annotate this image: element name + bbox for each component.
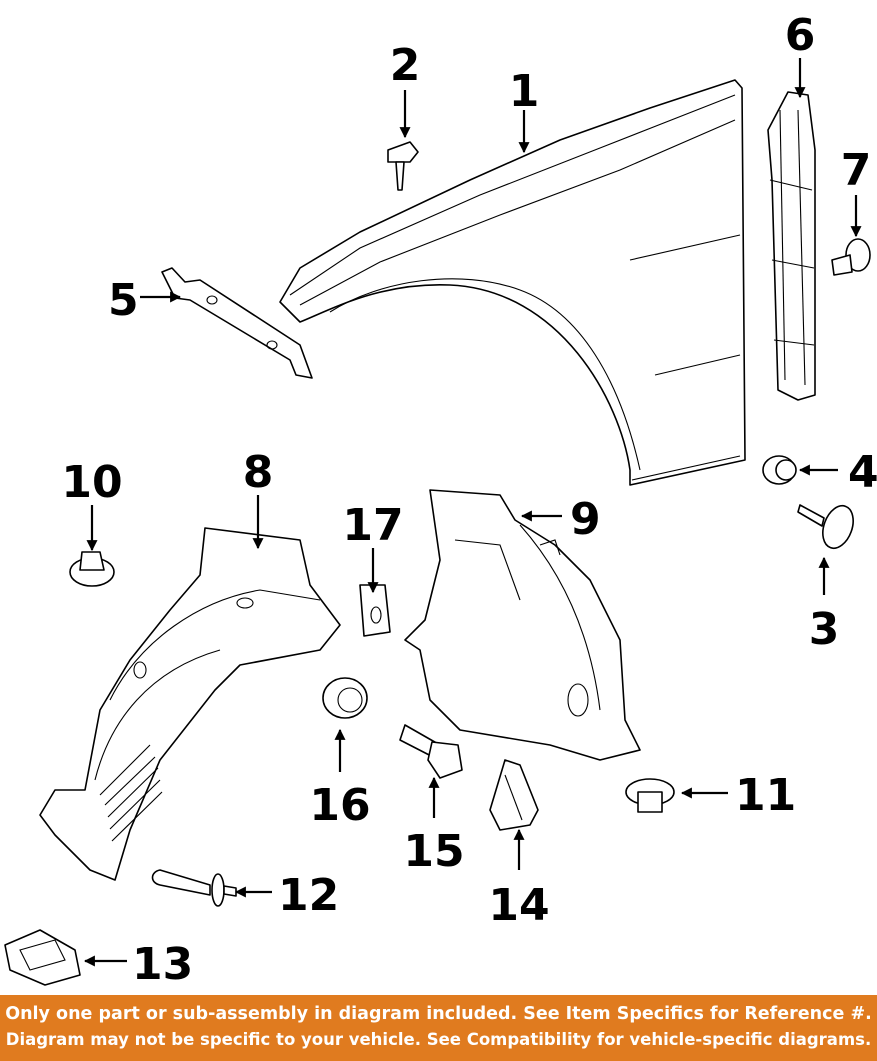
callout-10: 10 [61, 457, 122, 508]
callout-7: 7 [841, 145, 872, 196]
callout-8: 8 [243, 447, 274, 498]
part-9-rear-liner [404, 489, 641, 761]
callout-6: 6 [785, 10, 816, 61]
callout-16: 16 [309, 780, 370, 831]
part-17-spring-clip [359, 584, 391, 637]
part-13-clip-nut [4, 929, 81, 986]
callout-1: 1 [509, 66, 540, 117]
part-8-fender-liner [39, 527, 341, 881]
callout-labels: 1 2 3 4 5 6 7 8 9 10 11 12 13 14 15 16 1… [61, 10, 877, 990]
callout-17: 17 [342, 500, 403, 551]
part-2-bolt [387, 141, 419, 191]
part-14-clip [489, 759, 539, 831]
part-6-seal [767, 91, 816, 401]
callout-5: 5 [108, 275, 139, 326]
part-16-grommet [322, 677, 368, 719]
disclaimer-line-2: Diagram may not be specific to your vehi… [5, 1030, 872, 1049]
part-10-nut [69, 551, 115, 587]
part-5-bracket [161, 267, 313, 379]
part-11-flange-nut [625, 778, 675, 813]
exploded-parts-diagram: 1 2 3 4 5 6 7 8 9 10 11 12 13 14 15 16 1… [4, 10, 877, 990]
part-12-push-retainer [151, 869, 237, 907]
callout-11: 11 [735, 770, 796, 821]
disclaimer-banner: Only one part or sub-assembly in diagram… [0, 995, 877, 1061]
callout-12: 12 [278, 870, 339, 921]
callout-3: 3 [809, 604, 840, 655]
callout-14: 14 [488, 880, 549, 931]
part-3-clip [797, 504, 854, 550]
callout-13: 13 [132, 939, 193, 990]
callout-15: 15 [403, 826, 464, 877]
callout-9: 9 [570, 494, 601, 545]
callout-4: 4 [848, 447, 877, 498]
part-1-fender [279, 79, 746, 486]
disclaimer-line-1: Only one part or sub-assembly in diagram… [5, 1004, 872, 1024]
leader-lines [83, 58, 862, 967]
part-4-grommet [762, 455, 797, 485]
callout-2: 2 [390, 40, 421, 91]
part-7-push-pin [831, 238, 871, 276]
part-15-bolt [399, 724, 463, 779]
